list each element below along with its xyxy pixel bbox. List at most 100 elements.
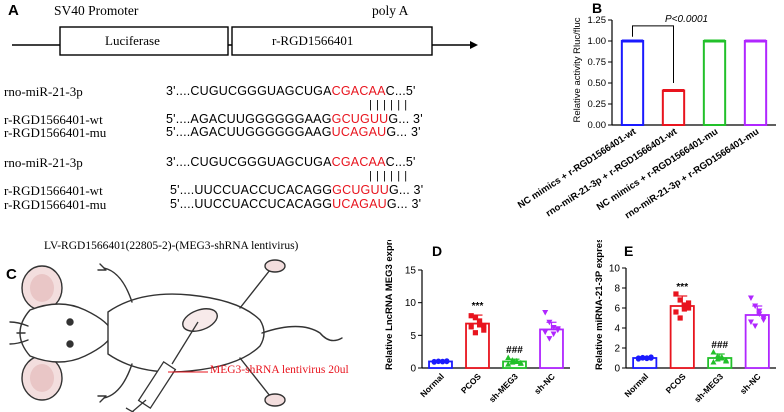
- chart-e-sig-label: ###: [711, 340, 728, 351]
- panel-a-letter: A: [8, 2, 19, 19]
- chart-e-point: [723, 358, 730, 364]
- chart-e-point: [685, 300, 692, 306]
- chart-e-point: [756, 311, 763, 317]
- chart-b-annotation: P<0.0001: [665, 14, 708, 25]
- chart-d-point: [468, 324, 474, 330]
- chart-e-point: [752, 323, 759, 329]
- chart-d-xlabel: sh-NC: [532, 371, 557, 396]
- chart-e-point: [760, 317, 767, 323]
- chart-e-point: [685, 305, 692, 311]
- chart-d-point: [472, 315, 478, 321]
- chart-e-point: [714, 353, 721, 359]
- chart-d-point: [477, 318, 483, 324]
- chart-e-point: [710, 359, 717, 365]
- chart-b-ytick-label: 1.25: [588, 15, 607, 26]
- chart-e-point: [747, 319, 754, 325]
- mouse-head: [19, 303, 113, 363]
- chart-d-point: [542, 329, 549, 336]
- seq-label-mu-2: r-RGD1566401-mu: [4, 197, 107, 212]
- chart-b-bar: [743, 40, 768, 126]
- panel-c-letter: C: [6, 266, 17, 283]
- injection-label: MEG3-shRNA lentivirus 20ul: [210, 364, 349, 376]
- chart-d-point: [481, 322, 487, 329]
- chart-b-bar: [620, 40, 645, 126]
- chart-b-ytick-label: 1.00: [588, 36, 607, 47]
- chart-d-point: [542, 309, 549, 316]
- chart-e-sig-label: ***: [676, 282, 688, 293]
- chart-d-point: [546, 319, 553, 326]
- chart-d-point: [477, 322, 483, 328]
- chart-d-point: [444, 358, 450, 365]
- chart-d-ytick-label: 15: [405, 266, 417, 277]
- chart-b-bars: P<0.0001: [620, 14, 768, 126]
- construct-arrowhead: [470, 41, 478, 49]
- syringe: [125, 321, 199, 412]
- chart-e-point: [635, 356, 642, 362]
- chart-d-point: [472, 330, 478, 336]
- chart-d-point: [481, 327, 487, 333]
- chart-d-point: [431, 359, 437, 365]
- panel-c-title: LV-RGD1566401(22805-2)-(MEG3-shRNA lenti…: [44, 240, 299, 252]
- luciferase-label: Luciferase: [105, 33, 160, 48]
- chart-e-point: [648, 355, 654, 361]
- chart-e-point: [681, 302, 687, 308]
- chart-e-point: [673, 309, 679, 315]
- chart-b-ytick-label: 0.00: [588, 120, 607, 131]
- chart-e-point: [718, 354, 725, 360]
- poly-a-label: poly A: [372, 3, 409, 18]
- chart-d-ytick-label: 10: [405, 298, 417, 309]
- chart-e-point: [752, 303, 759, 309]
- seq-label-mu-1: r-RGD1566401-mu: [4, 125, 107, 140]
- chart-e-bars: *** ###: [632, 282, 770, 369]
- chart-e-point: [714, 356, 721, 362]
- chart-b-bar: [661, 89, 686, 126]
- seq-mu-2: 5'....UUCCUACCUCACAGGUCAGAUG... 3': [170, 197, 422, 211]
- chart-e-point: [710, 349, 717, 355]
- rgd-box: [231, 26, 433, 56]
- chart-e-bar: [669, 305, 695, 369]
- seq-wt-1: 5'....AGACUUGGGGGGAAGGCUGUUG... 3': [166, 112, 423, 126]
- rgd-box-label: r-RGD1566401: [272, 33, 354, 48]
- chart-d-ylabel: Relative LncRNA MEG3 expression: [384, 240, 395, 370]
- chart-e-ytick-label: 2: [614, 344, 620, 355]
- chart-e-ytick-label: 8: [614, 284, 620, 295]
- chart-d-point: [468, 313, 474, 319]
- chart-e-xlabel: sh-MEG3: [692, 371, 725, 404]
- chart-d-ytick-label: 0: [410, 364, 416, 375]
- chart-d: D Relative LncRNA MEG3 expression 051015…: [384, 240, 570, 404]
- chart-e-ytick-label: 4: [614, 324, 620, 335]
- panel-b-letter: B: [592, 0, 602, 16]
- chart-d-point: [505, 361, 512, 367]
- chart-e-ytick-label: 10: [609, 264, 621, 275]
- chart-d-sig-label: ***: [472, 301, 484, 312]
- chart-d-point: [440, 358, 446, 364]
- chart-d-xlabel: PCOS: [459, 371, 483, 395]
- chart-b-ytick-label: 0.50: [588, 78, 607, 89]
- chart-d-ytick-label: 5: [410, 331, 416, 342]
- seq-mir-2: 3'....CUGUCGGGUAGCUGACGACAAC...5': [166, 155, 416, 169]
- chart-e-point: [681, 306, 687, 312]
- chart-d-sig-label: ###: [506, 345, 523, 356]
- mouse-illustration: [9, 259, 343, 412]
- mouse-body: [107, 293, 265, 373]
- chart-b-ytick-label: 0.75: [588, 57, 607, 68]
- chart-d-bar: [539, 328, 564, 369]
- chart-b-ylabel: Relative activity Rluc/fluc: [572, 17, 583, 122]
- chart-b-xlabels: NC mimics + r-RGD1566401-wtrno-miR-21-3p…: [516, 126, 761, 222]
- luciferase-box: [59, 26, 229, 56]
- chart-e-bar: [744, 314, 770, 369]
- chart-e-point: [756, 308, 763, 314]
- panel-e-letter: E: [624, 243, 633, 259]
- chart-d-point: [550, 331, 557, 338]
- chart-d-point: [554, 326, 561, 332]
- chart-e: E Relative miRNA-21-3P expression 024681…: [594, 240, 776, 404]
- seq-mu-1: 5'....AGACUUGGGGGGAAGUCAGAUG... 3': [166, 125, 421, 139]
- chart-d-point: [517, 360, 524, 366]
- chart-e-ylabel: Relative miRNA-21-3P expression: [594, 240, 605, 370]
- chart-e-xlabel: Normal: [622, 371, 650, 399]
- chart-d-xlabel: sh-MEG3: [487, 371, 520, 404]
- chart-d-point: [546, 336, 553, 342]
- seq-label-mir-1: rno-miR-21-3p: [4, 84, 83, 99]
